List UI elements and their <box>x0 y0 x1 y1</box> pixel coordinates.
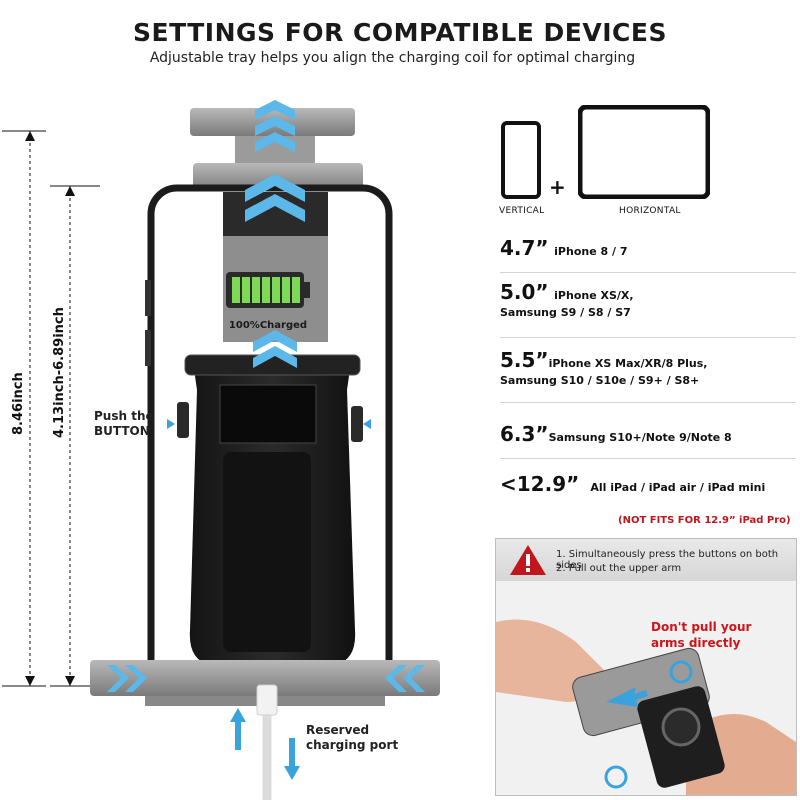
arrow-up-icon <box>230 708 246 750</box>
size-value: 4.7” <box>500 236 549 260</box>
overall-height-label: 8.46inch <box>11 372 26 435</box>
arrow-down-icon <box>284 738 300 780</box>
push-button-note: Push the BUTTON <box>94 409 154 439</box>
adjustable-range-label: 4.13inch-6.89inch <box>52 307 67 438</box>
size-devices: iPhone XS/X, <box>554 289 634 302</box>
dont-pull-warning: Don't pull your arms directly <box>651 619 751 651</box>
warning-step-2: 2. Pull out the upper arm <box>556 563 682 574</box>
page-title: SETTINGS FOR COMPATIBLE DEVICES <box>133 18 667 47</box>
warning-step-1: 1. Simultaneously press the buttons on b… <box>556 549 779 571</box>
press-arrow-icon <box>167 419 175 429</box>
chevron-side-icon <box>107 665 425 692</box>
hands-demo-illustration <box>496 582 796 795</box>
arrowhead-icon <box>25 131 35 141</box>
size-devices: All iPad / iPad air / iPad mini <box>590 481 766 494</box>
size-devices-line2: Samsung S9 / S8 / S7 <box>500 306 631 319</box>
size-row: <12.9” All iPad / iPad air / iPad mini <box>500 472 765 496</box>
size-value: <12.9” <box>500 472 580 496</box>
divider <box>500 272 796 273</box>
battery-icon <box>226 272 310 308</box>
size-value: 5.5” <box>500 348 549 372</box>
size-devices-line2: Samsung S10 / S10e / S9+ / S8+ <box>500 374 700 387</box>
arrowhead-icon <box>25 676 35 686</box>
holder-window <box>219 384 317 444</box>
holder-illustration: 100%Charged <box>90 100 440 800</box>
tablet-horizontal-icon <box>578 105 710 199</box>
not-fits-note: (NOT FITS FOR 12.9” iPad Pro) <box>618 515 791 526</box>
size-value: 5.0” <box>500 280 549 304</box>
warning-panel: 1. Simultaneously press the buttons on b… <box>495 538 797 796</box>
charging-port-note-line2: charging port <box>306 738 399 752</box>
dont-pull-line1: Don't pull your <box>651 620 752 634</box>
vertical-label: VERTICAL <box>499 206 545 216</box>
size-row: 5.0” iPhone XS/X, Samsung S9 / S8 / S7 <box>500 282 634 320</box>
arrowhead-icon <box>65 186 75 196</box>
size-row: 4.7” iPhone 8 / 7 <box>500 236 627 260</box>
battery-status-text: 100%Charged <box>229 320 307 331</box>
phone-vertical-icon <box>501 121 541 199</box>
press-arrow-icon <box>363 419 371 429</box>
dimension-lines <box>2 130 100 687</box>
divider <box>500 458 796 459</box>
size-row: 5.5”iPhone XS Max/XR/8 Plus, Samsung S10… <box>500 350 708 388</box>
dont-pull-line2: arms directly <box>651 636 741 650</box>
divider <box>500 337 796 338</box>
push-button-note-line2: BUTTON <box>94 424 150 438</box>
side-button-left <box>177 402 189 438</box>
plus-sign: + <box>549 175 566 199</box>
size-value: 6.3” <box>500 422 549 446</box>
size-devices: Samsung S10+/Note 9/Note 8 <box>548 431 732 444</box>
horizontal-label: HORIZONTAL <box>619 206 681 216</box>
chevron-up-icon <box>245 100 305 368</box>
warning-icon <box>510 545 546 575</box>
page-subtitle: Adjustable tray helps you align the char… <box>149 50 636 66</box>
side-button-right <box>351 406 363 442</box>
charging-port-note-line1: Reserved <box>306 723 370 737</box>
pull-arrow-icon <box>606 687 648 707</box>
arrowhead-icon <box>65 676 75 686</box>
size-devices: iPhone 8 / 7 <box>554 245 628 258</box>
push-button-note-line1: Push the <box>94 409 154 423</box>
divider <box>500 402 796 403</box>
warning-header <box>496 539 796 581</box>
charging-port-note: Reserved charging port <box>306 723 398 753</box>
lower-clamp <box>90 660 440 696</box>
size-row: 6.3”Samsung S10+/Note 9/Note 8 <box>500 422 732 446</box>
size-devices: iPhone XS Max/XR/8 Plus, <box>548 357 708 370</box>
